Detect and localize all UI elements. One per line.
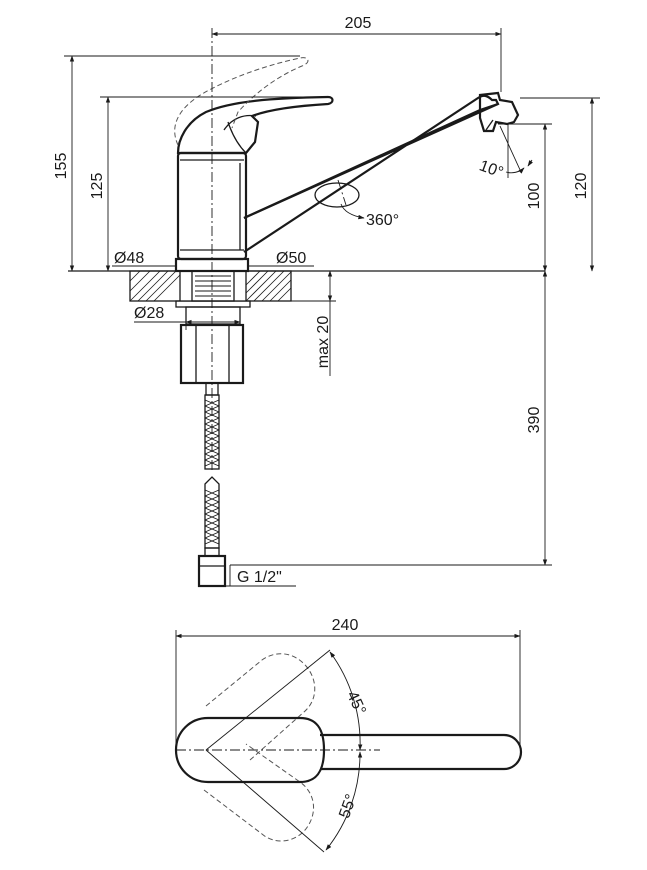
spout (243, 91, 520, 253)
dim-spout-tilt: 10° (477, 124, 533, 182)
flexible-hose-lower (197, 476, 227, 588)
dim-handle-angle-upper-label: 45° (343, 689, 369, 718)
dim-total-reach-label: 205 (345, 15, 372, 32)
dim-shank-diameter: Ø28 (134, 305, 241, 330)
dim-swivel: 360° (340, 203, 399, 229)
lever-handle-raised (174, 57, 309, 146)
dim-spout-clearance-label: 100 (526, 183, 543, 210)
top-view: 240 45° 55° (174, 617, 523, 853)
dim-hose-thread-label: G 1/2" (237, 569, 282, 586)
handle-angle-lines (176, 649, 380, 853)
dim-hose-length: 390 (230, 270, 552, 566)
spout-top (320, 733, 523, 771)
dim-top-length: 240 (175, 617, 521, 748)
dim-spout-clearance: 100 (498, 123, 552, 272)
dim-height-lever-label: 125 (89, 173, 106, 200)
dim-base-diameter-right-label: Ø50 (276, 250, 306, 267)
dim-total-reach: 205 (211, 15, 502, 92)
dim-counter-thickness-label: max 20 (315, 316, 332, 369)
dim-base-diameter-left: Ø48 (112, 250, 176, 267)
dim-counter-thickness: max 20 (250, 270, 336, 376)
dim-spout-height: 120 (520, 97, 600, 272)
dim-hose-thread: G 1/2" (225, 565, 296, 587)
dim-handle-angle-lower-label: 55° (336, 792, 360, 821)
dim-top-length-label: 240 (332, 617, 359, 634)
dim-height-total-label: 155 (53, 153, 70, 180)
lever-handle (176, 95, 334, 155)
dim-spout-height-label: 120 (573, 173, 590, 200)
handle-rotated-upper (205, 653, 316, 761)
swivel-joint (314, 182, 360, 208)
dim-hose-length-label: 390 (526, 407, 543, 434)
dim-shank-diameter-label: Ø28 (134, 305, 164, 322)
handle-top (174, 716, 326, 784)
dim-base-diameter-left-label: Ø48 (114, 250, 144, 267)
dim-spout-tilt-label: 10° (477, 157, 506, 181)
handle-rotated-lower (203, 743, 315, 842)
side-view: 205 155 125 120 100 (53, 15, 600, 588)
dim-height-total: 155 (53, 55, 300, 272)
dim-height-lever: 125 (89, 96, 330, 272)
dim-swivel-label: 360° (366, 212, 399, 229)
dim-base-diameter-right: Ø50 (248, 250, 314, 267)
